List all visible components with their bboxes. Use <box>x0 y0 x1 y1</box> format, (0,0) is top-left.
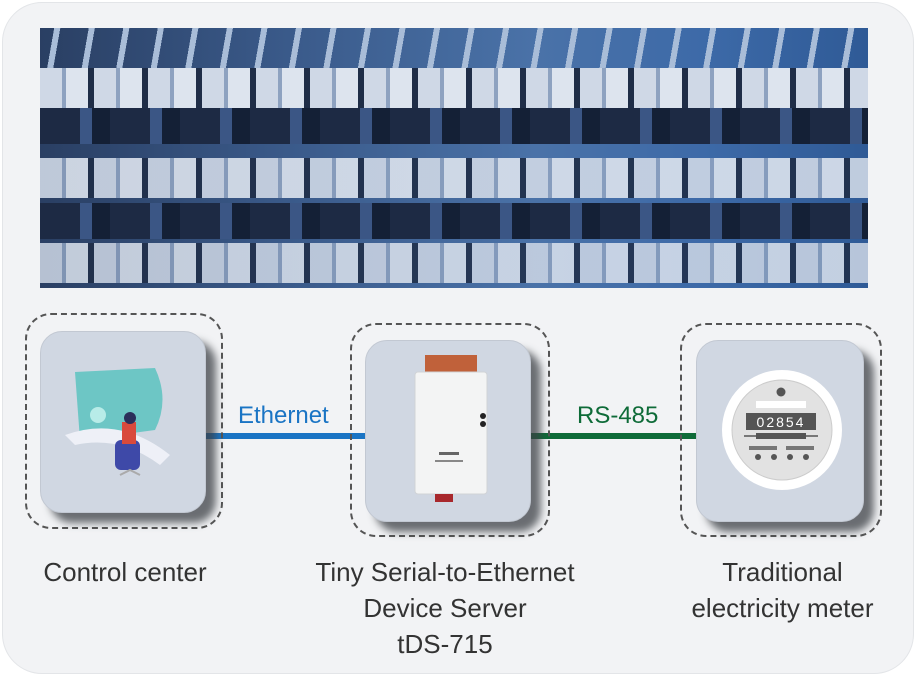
control-center-box <box>25 313 223 529</box>
device-server-caption-line1: Tiny Serial-to-Ethernet <box>315 557 575 587</box>
meter-caption-line2: electricity meter <box>691 593 874 623</box>
meter-reading: 02854 <box>757 414 806 430</box>
control-room-operator-icon <box>65 368 170 476</box>
device-server-box <box>350 323 550 537</box>
industrial-contactors-photo <box>40 28 868 288</box>
rs485-label: RS-485 <box>577 402 659 429</box>
control-center-caption: Control center <box>43 557 207 587</box>
meter-caption: Traditional electricity meter <box>650 554 915 626</box>
device-server-caption: Tiny Serial-to-Ethernet Device Server tD… <box>290 554 600 662</box>
meter-box <box>680 323 882 537</box>
tds-715-device-icon <box>414 355 488 502</box>
ethernet-link <box>205 433 370 439</box>
electricity-meter-icon: 02854 <box>722 370 842 490</box>
device-server-caption-line2: Device Server <box>363 593 527 623</box>
device-server-caption-model: tDS-715 <box>397 629 493 659</box>
ethernet-label: Ethernet <box>238 402 329 429</box>
rs485-link <box>530 433 698 439</box>
meter-caption-line1: Traditional <box>722 557 843 587</box>
